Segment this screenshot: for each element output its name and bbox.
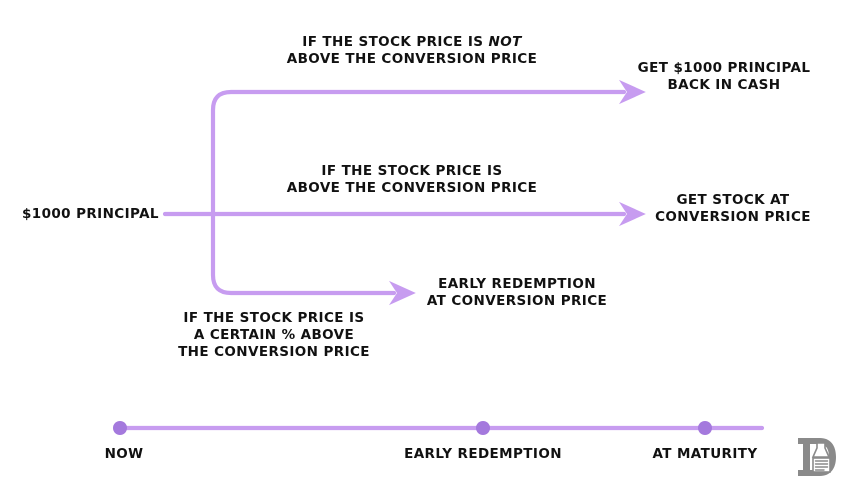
condition-conversion-line1: IF THE STOCK PRICE IS (321, 163, 503, 179)
outcome-conversion-line1: GET STOCK AT (676, 192, 790, 208)
condition-no-conversion-line2: ABOVE THE CONVERSION PRICE (286, 51, 538, 67)
outcome-no-conversion: GET $1000 PRINCIPAL BACK IN CASH (638, 60, 811, 94)
condition-early-redemption-line3: THE CONVERSION PRICE (178, 344, 370, 360)
condition-early-redemption-line1: IF THE STOCK PRICE IS (183, 310, 365, 326)
condition-no-conversion-line1-a: IF THE STOCK PRICE IS (302, 34, 489, 50)
timeline-dot-early-redemption (476, 421, 490, 435)
branch-line-no-conversion (210, 79, 646, 217)
branch-line-early-redemption (210, 211, 416, 306)
condition-no-conversion-emphasis: NOT (488, 34, 522, 50)
source-label: $1000 PRINCIPAL (22, 206, 159, 222)
outcome-no-conversion-line2: BACK IN CASH (667, 77, 781, 93)
outcome-conversion: GET STOCK AT CONVERSION PRICE (655, 192, 811, 226)
condition-no-conversion: IF THE STOCK PRICE IS NOT ABOVE THE CONV… (287, 34, 537, 68)
condition-early-redemption-line2: A CERTAIN % ABOVE (193, 327, 355, 343)
timeline-dot-now (113, 421, 127, 435)
outcome-early-redemption-line1: EARLY REDEMPTION (438, 276, 596, 292)
outcome-early-redemption-line2: AT CONVERSION PRICE (426, 293, 608, 309)
outcome-conversion-line2: CONVERSION PRICE (655, 209, 811, 225)
timeline-label-early-redemption: EARLY REDEMPTION (404, 446, 562, 462)
condition-conversion: IF THE STOCK PRICE IS ABOVE THE CONVERSI… (287, 163, 537, 197)
outcome-early-redemption: EARLY REDEMPTION AT CONVERSION PRICE (427, 276, 607, 310)
d-flask-document-logo (798, 438, 836, 476)
timeline-label-at-maturity: AT MATURITY (652, 446, 758, 462)
timeline-label-now: NOW (104, 446, 144, 462)
condition-conversion-line2: ABOVE THE CONVERSION PRICE (286, 180, 538, 196)
timeline-dot-at-maturity (698, 421, 712, 435)
outcome-no-conversion-line1: GET $1000 PRINCIPAL (637, 60, 811, 76)
condition-early-redemption: IF THE STOCK PRICE IS A CERTAIN % ABOVE … (178, 310, 370, 361)
